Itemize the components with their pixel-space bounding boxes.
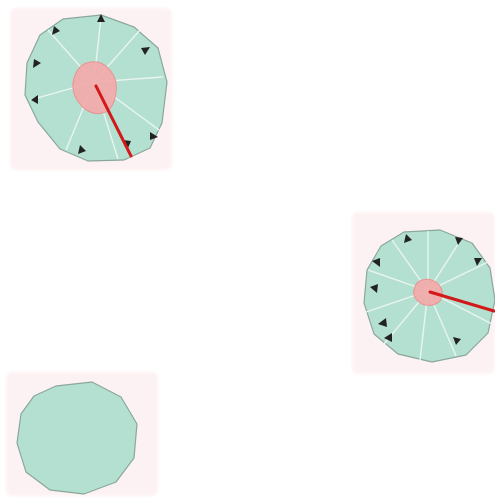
cell-body	[17, 382, 137, 494]
cell-right	[364, 230, 495, 362]
cell-bottom-left	[17, 382, 137, 494]
